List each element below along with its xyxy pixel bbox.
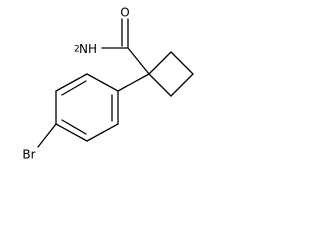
benzene-double-2 xyxy=(61,119,87,135)
amide-nh-label: NH xyxy=(79,42,97,56)
chemical-structure: O NH 2 Br xyxy=(22,6,194,162)
bond-carbonyl-quaternary xyxy=(127,47,150,75)
amide-subscript-label: 2 xyxy=(74,45,80,55)
bond-c-br xyxy=(37,123,57,148)
oxygen-label: O xyxy=(120,6,129,20)
ring-bond-1 xyxy=(148,51,172,75)
benzene-bond-4 xyxy=(55,123,88,142)
amide-nh2-label: NH xyxy=(79,42,97,56)
ring-bond-4 xyxy=(148,73,172,97)
benzene-bond-2 xyxy=(55,73,88,92)
benzene-bond-1 xyxy=(86,73,119,92)
ring-bond-2 xyxy=(170,51,194,75)
ring-bond-3 xyxy=(170,73,194,97)
benzene-double-1 xyxy=(61,80,87,96)
benzene-bond-5 xyxy=(86,123,119,142)
bond-quaternary-aryl xyxy=(117,73,150,92)
bromine-label: Br xyxy=(22,148,35,162)
